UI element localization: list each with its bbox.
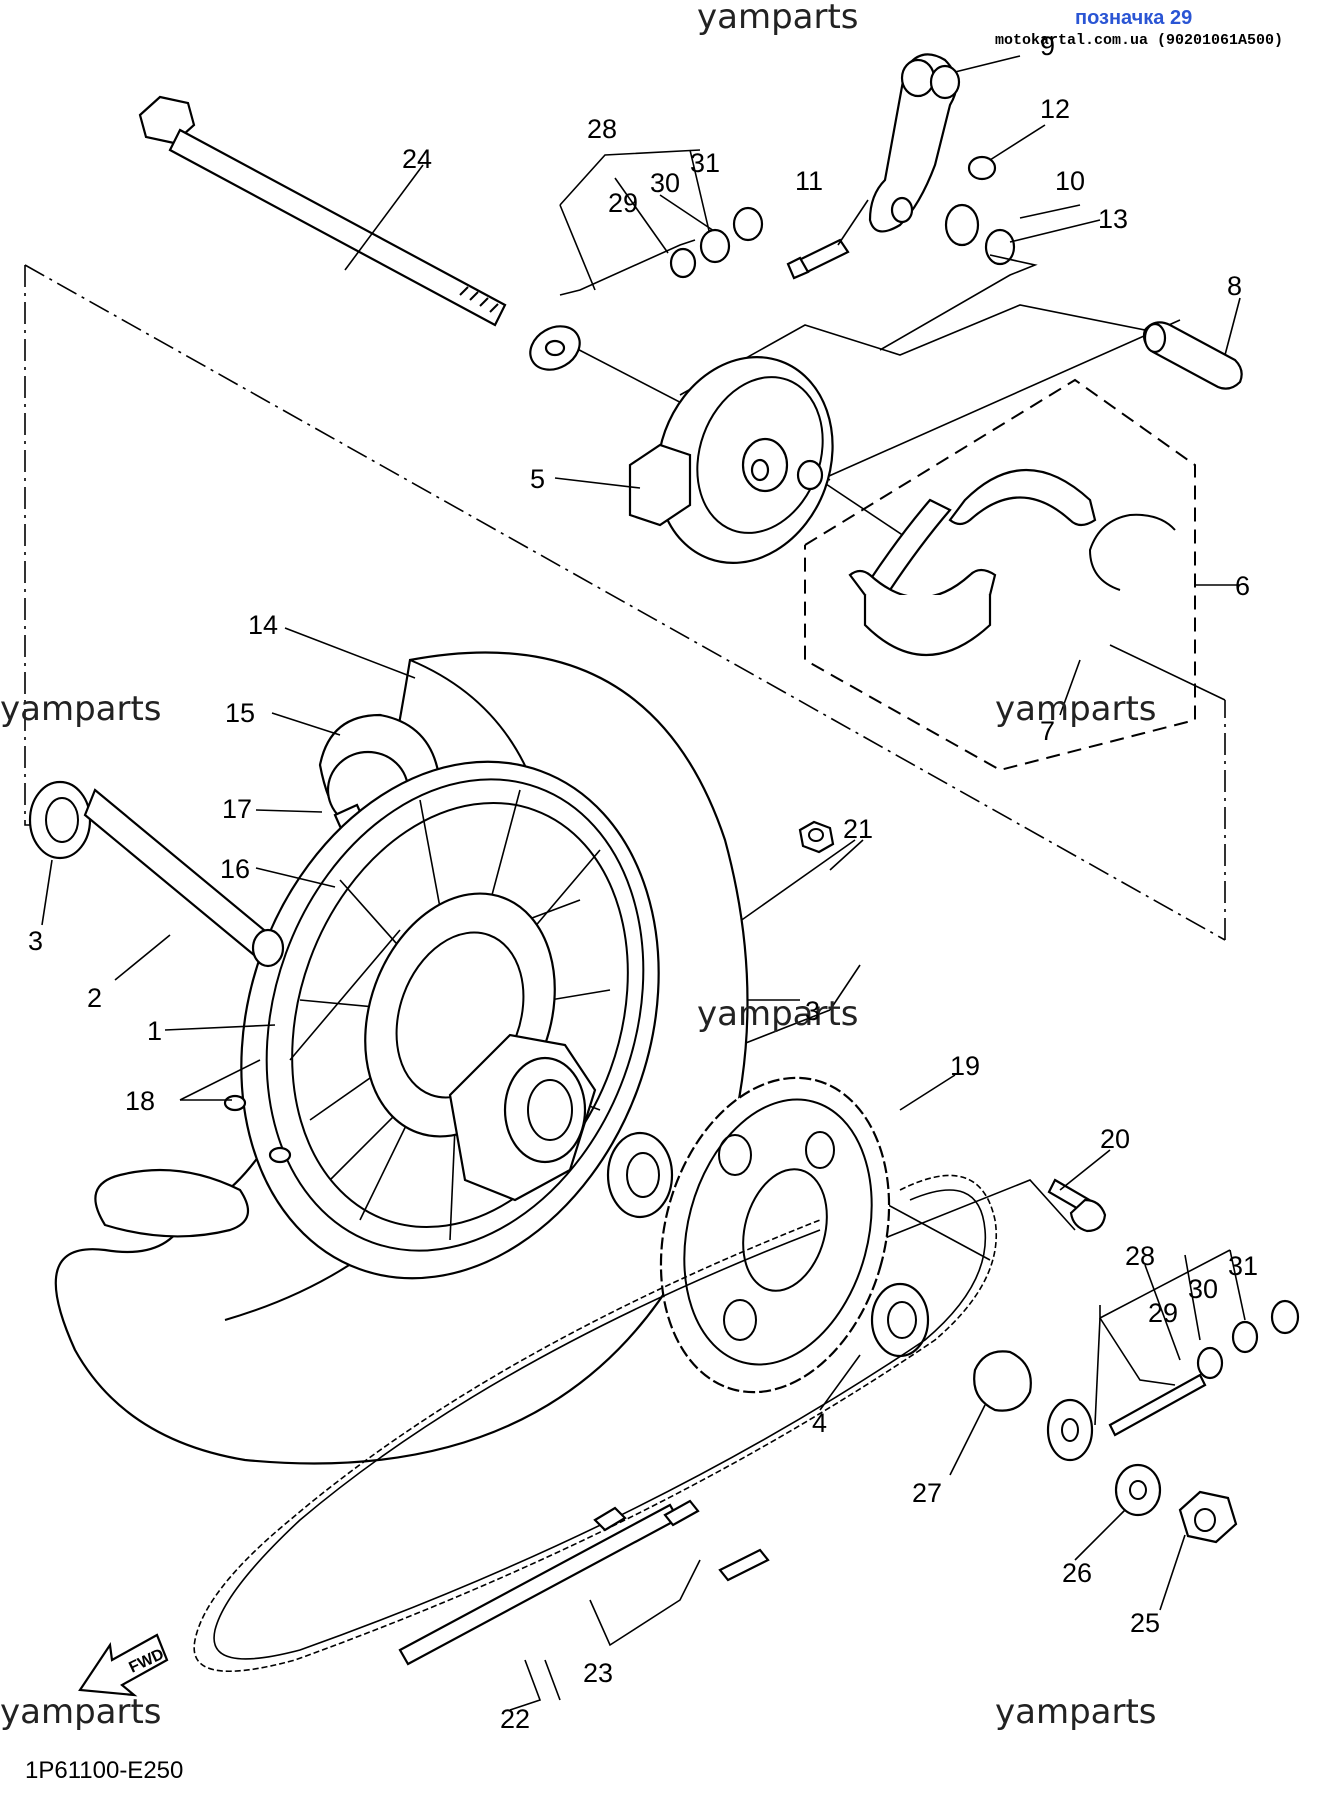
note-line1: позначка 29 bbox=[1075, 7, 1192, 29]
label-16: 16 bbox=[220, 854, 250, 884]
label-31: 31 bbox=[690, 148, 720, 178]
sprocket bbox=[659, 1076, 891, 1394]
left-bearing-spacer bbox=[28, 780, 285, 968]
label-28: 28 bbox=[587, 114, 617, 144]
label-1: 1 bbox=[147, 1016, 162, 1046]
label-23: 23 bbox=[583, 1658, 613, 1688]
leader-lines bbox=[41, 55, 1241, 1611]
brake-shoe-plate bbox=[628, 356, 834, 564]
label-15: 15 bbox=[225, 698, 255, 728]
label-7: 7 bbox=[1040, 716, 1055, 746]
label-9: 9 bbox=[1040, 31, 1055, 61]
label-27: 27 bbox=[912, 1478, 942, 1508]
watermark: yamparts bbox=[0, 1692, 162, 1732]
watermark: yamparts bbox=[697, 0, 859, 37]
fwd-arrow: FWD bbox=[78, 1633, 169, 1697]
label-12: 12 bbox=[1040, 94, 1070, 124]
label-14: 14 bbox=[248, 610, 278, 640]
label-31: 31 bbox=[1228, 1251, 1258, 1281]
wheel bbox=[223, 760, 660, 1280]
label-10: 10 bbox=[1055, 166, 1085, 196]
label-17: 17 bbox=[222, 794, 252, 824]
label-29: 29 bbox=[608, 188, 638, 218]
label-4: 4 bbox=[812, 1408, 827, 1438]
right-hub-parts bbox=[870, 1178, 1107, 1412]
label-5: 5 bbox=[530, 464, 545, 494]
watermark: yamparts bbox=[995, 689, 1157, 729]
note-line2: motokartal.com.ua (90201061A500) bbox=[995, 32, 1283, 49]
label-20: 20 bbox=[1100, 1124, 1130, 1154]
label-29: 29 bbox=[1148, 1298, 1178, 1328]
diagram-code: 1P61100-E250 bbox=[25, 1757, 183, 1784]
label-26: 26 bbox=[1062, 1558, 1092, 1588]
watermark: yamparts bbox=[697, 994, 859, 1034]
label-19: 19 bbox=[950, 1051, 980, 1081]
drive-chain bbox=[193, 1174, 997, 1711]
label-11: 11 bbox=[795, 166, 823, 196]
label-28: 28 bbox=[1125, 1241, 1155, 1271]
label-25: 25 bbox=[1130, 1608, 1160, 1638]
torque-rod-bolt-top bbox=[529, 149, 764, 371]
right-bearing bbox=[606, 1131, 674, 1219]
label-3: 3 bbox=[805, 996, 820, 1026]
label-2: 2 bbox=[87, 983, 102, 1013]
sprocket-nut bbox=[798, 820, 835, 854]
label-13: 13 bbox=[1098, 204, 1128, 234]
label-30: 30 bbox=[650, 168, 680, 198]
torque-rod-bolt-bottom bbox=[1046, 1249, 1300, 1544]
part-labels: 1 2 3 3 4 5 6 7 8 9 10 11 12 13 14 15 16… bbox=[28, 31, 1258, 1734]
label-30: 30 bbox=[1188, 1274, 1218, 1304]
label-3: 3 bbox=[28, 926, 43, 956]
label-24: 24 bbox=[402, 144, 432, 174]
label-21: 21 bbox=[843, 814, 873, 844]
brake-shoes bbox=[848, 469, 1176, 656]
label-8: 8 bbox=[1227, 271, 1242, 301]
watermark: yamparts bbox=[995, 1692, 1157, 1732]
brake-shoe-group-box bbox=[804, 378, 1196, 772]
camshaft bbox=[1142, 321, 1243, 390]
brake-cam-lever bbox=[786, 53, 1038, 351]
label-22: 22 bbox=[500, 1704, 530, 1734]
watermark: yamparts bbox=[0, 689, 162, 729]
label-18: 18 bbox=[125, 1086, 155, 1116]
label-6: 6 bbox=[1235, 571, 1250, 601]
axle bbox=[138, 95, 507, 327]
